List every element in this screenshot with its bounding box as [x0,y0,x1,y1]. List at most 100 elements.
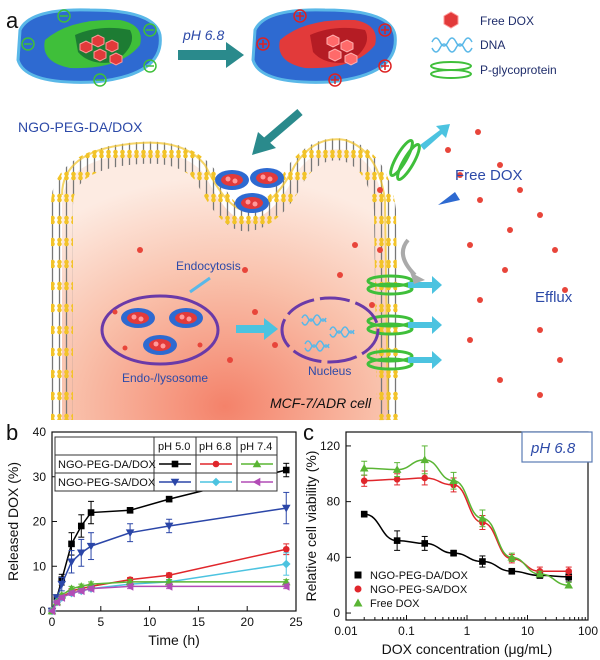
x-tick-label-c: 0.01 [334,624,358,638]
data-point-b [67,588,75,598]
data-point-b [164,582,173,591]
data-point-c [420,455,430,464]
ph-badge: pH 6.8 [521,431,593,463]
data-point-b [164,522,174,531]
data-point-b [282,466,290,474]
data-point-b [87,509,95,516]
data-point-c [478,514,487,522]
legend-marker-c [354,571,362,579]
influx-arrow-icon [438,192,460,205]
x-tick-label-b: 15 [192,615,206,629]
nuclear-transport-arrow-icon [236,318,278,340]
legend-marker-b [212,460,220,468]
chart-c-legend: NGO-PEG-DA/DOX NGO-PEG-SA/DOX Free DOX [353,570,468,610]
x-tick-label-b: 20 [241,615,255,629]
legend-label-c: NGO-PEG-SA/DOX [370,584,468,596]
fit-curve-c [364,459,569,586]
legend-marker-c [353,598,363,607]
data-point-b [86,584,95,593]
recycle-arrowhead-icon [410,272,425,284]
y-axis-label-c: Relative cell viability (%) [303,451,319,602]
cell-body [51,138,399,421]
panel-b-label: b [6,420,18,445]
data-point-c [359,463,369,472]
nanoparticle-label: NGO-PEG-DA/DOX [18,119,143,135]
x-tick-label-c: 0.1 [398,624,415,638]
y-tick-label-b: 10 [33,559,47,573]
legend-marker-b [211,477,221,487]
cell-label: MCF-7/ADR cell [270,395,372,411]
data-point-b [125,582,134,591]
data-point-b [126,507,134,514]
legend-p-glycoprotein: P-glycoprotein [480,63,557,77]
data-point-b [76,549,86,558]
chart-b-legend-table: pH 5.0 pH 6.8 pH 7.4 NGO-PEG-DA/DOX NGO-… [54,436,278,492]
y-tick-label-c: 40 [327,550,341,564]
data-point-b [282,545,290,553]
data-point-b [125,529,135,537]
recycle-arrow-icon [400,238,417,277]
legend-label-c: NGO-PEG-DA/DOX [370,570,468,582]
free-dox-label: Free DOX [455,167,523,184]
legend-header-ph5: pH 5.0 [158,441,190,453]
legend-row-da: NGO-PEG-DA/DOX [58,459,156,471]
efflux-arrows-icon [408,124,450,369]
legend-marker-b [170,478,180,487]
nucleus-icon [280,296,380,364]
data-point-b [165,571,173,579]
nanoparticle-charged-icon [251,8,397,87]
data-point-b [57,580,67,589]
data-point-b [47,606,56,616]
data-point-c [450,549,457,557]
legend-free-dox: Free DOX [480,14,534,28]
nanoparticle-neutral-icon [16,8,162,87]
dna-icon [431,37,473,53]
free-dox-dots [137,129,568,398]
data-point-c [421,474,429,482]
p-glycoprotein-icon [430,61,472,79]
endo-lysosome-icon [100,294,220,366]
y-tick-label-b: 0 [39,604,46,618]
data-point-c [360,510,368,518]
x-tick-label-c: 100 [578,624,598,638]
data-point-b [281,582,290,591]
y-tick-label-b: 20 [33,515,47,529]
data-point-c [360,477,368,485]
legend-header-ph68: pH 6.8 [199,441,231,453]
ph-transition-arrow-icon [178,42,244,68]
nucleus-label: Nucleus [308,364,351,378]
x-axis-label-c: DOX concentration (μg/mL) [382,641,553,657]
y-axis-label-b: Released DOX (%) [5,462,21,581]
legend-row-sa: NGO-PEG-SA/DOX [58,477,156,489]
data-point-b [77,522,85,530]
data-point-c [449,476,458,485]
data-point-c [564,580,574,589]
data-point-c [421,540,429,547]
data-point-b [281,504,291,513]
x-tick-label-b: 25 [289,615,303,629]
series-line-b [51,585,287,612]
data-point-c [393,537,401,544]
legend-header-ph74: pH 7.4 [240,441,272,453]
data-point-b [281,559,291,569]
data-point-b [86,542,96,551]
y-tick-label-c: 120 [320,439,340,453]
y-tick-label-b: 30 [33,470,47,484]
data-point-c [565,573,573,581]
efflux-label: Efflux [535,289,573,306]
data-point-b [57,593,66,602]
data-point-c [508,567,516,575]
data-point-c [565,567,573,575]
data-point-c [479,558,486,565]
data-point-c [392,465,402,473]
panel-a-label: a [6,8,19,33]
x-tick-label-b: 0 [49,615,56,629]
ph-arrow-label: pH 6.8 [182,27,224,43]
data-point-b [165,495,173,503]
legend-marker-b [171,460,179,468]
legend-label-c: Free DOX [370,598,420,610]
y-tick-label-c: 80 [327,495,341,509]
